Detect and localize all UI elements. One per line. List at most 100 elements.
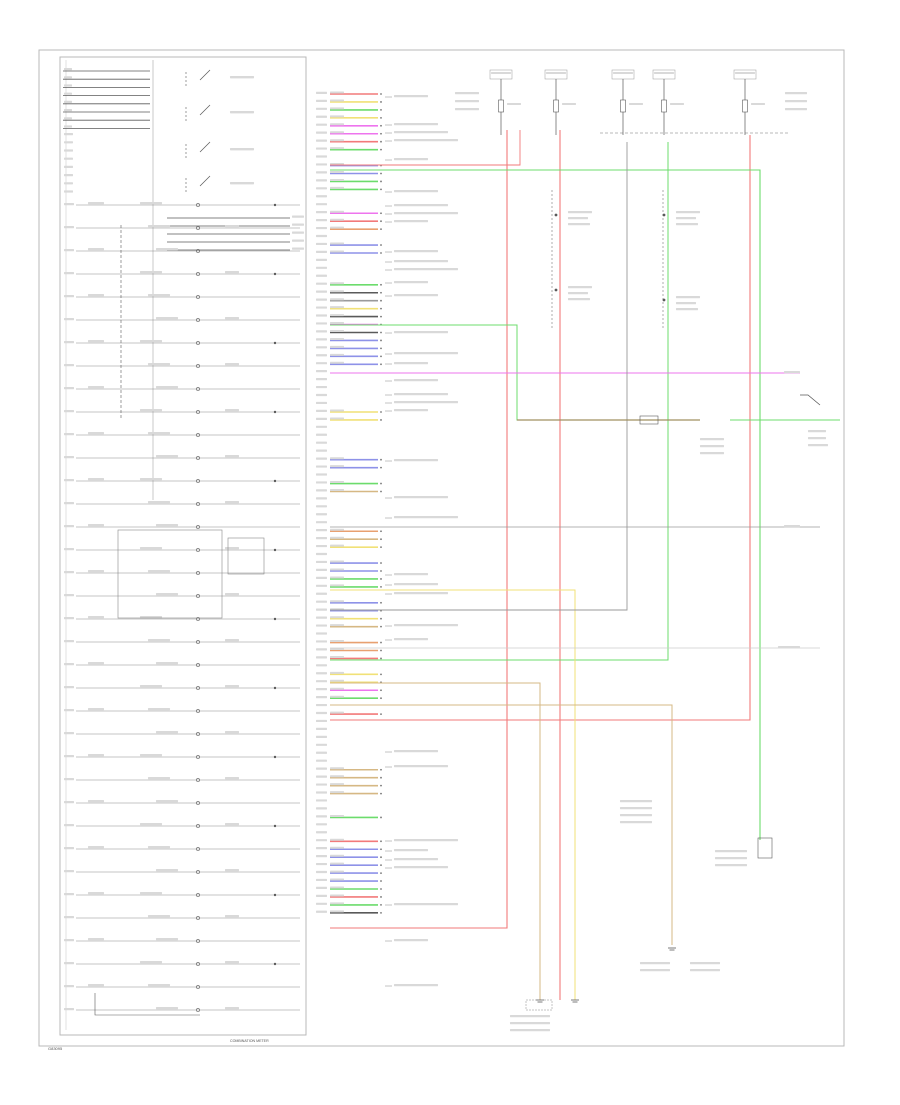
wire-color-code	[330, 783, 344, 786]
tan-wire-2	[330, 704, 673, 945]
switch-contact	[199, 141, 211, 153]
indicator-label	[140, 754, 162, 757]
indicator-label	[156, 386, 178, 389]
pin-number	[316, 258, 327, 261]
connected-system-label	[394, 984, 438, 987]
indicator-lamp-icon	[196, 203, 200, 207]
meter-pin-label	[64, 295, 74, 298]
indicator-label	[88, 708, 104, 711]
pin-number	[316, 568, 327, 571]
connected-system-label	[394, 281, 428, 284]
terminal-label	[64, 68, 72, 71]
wire-color-code	[330, 862, 344, 865]
meter-pin-label	[64, 893, 74, 896]
indicator-label	[225, 869, 239, 872]
pin-number	[316, 346, 327, 349]
fuse-rating	[507, 103, 521, 105]
indicator-label	[88, 524, 104, 527]
wire-end-dot	[380, 411, 382, 413]
indicator-label	[156, 455, 178, 458]
fuse-connector-box	[611, 69, 635, 80]
wire-end-dot	[380, 617, 382, 620]
wire-color-code	[330, 171, 344, 173]
pin-number	[316, 560, 327, 564]
indicator-lamp-icon	[196, 985, 200, 989]
brake-switch-label	[808, 430, 826, 433]
connected-system-label	[394, 516, 458, 519]
pin-number	[316, 306, 327, 309]
junction-dot	[273, 479, 277, 483]
wire-end-dot	[380, 355, 382, 358]
meter-pin-label	[64, 548, 74, 551]
pin-number	[316, 640, 327, 643]
brake-switch-contact	[800, 394, 821, 406]
pin-number	[316, 330, 327, 333]
wire-end-dot	[380, 172, 382, 175]
junction-dot	[273, 755, 277, 759]
fuse-rating	[629, 103, 643, 105]
red-power-wire	[330, 130, 508, 929]
pin-number	[316, 425, 327, 428]
relay-label	[568, 211, 592, 214]
connected-system-label	[394, 331, 448, 334]
pin-number	[316, 203, 327, 206]
terminal-label	[64, 109, 72, 112]
wire-end-dot	[380, 856, 382, 859]
pin-number	[316, 370, 327, 373]
meter-pin-label	[64, 778, 74, 781]
pin-number	[316, 759, 327, 762]
wire-color-code	[330, 616, 344, 619]
pin-number	[316, 250, 327, 253]
pin-number	[316, 481, 327, 484]
pin-number	[316, 354, 327, 357]
wire-color-code	[330, 886, 344, 889]
switch-label	[230, 111, 254, 114]
indicator-label	[148, 708, 170, 711]
pin-number	[316, 266, 327, 269]
indicator-label	[225, 915, 239, 918]
connected-system-label	[394, 268, 458, 271]
terminal-label	[64, 125, 72, 128]
connected-system-label	[394, 139, 458, 142]
resistor-icon	[639, 415, 659, 425]
fuse-box-label	[455, 100, 479, 103]
wire-end-dot	[380, 93, 382, 95]
connected-system-label	[394, 401, 458, 404]
indicator-lamp-icon	[196, 502, 200, 506]
indicator-label	[88, 294, 104, 297]
wire-color-code	[330, 322, 344, 325]
indicator-label	[225, 685, 239, 688]
fuse-rating	[562, 103, 576, 105]
wire-end-dot	[380, 363, 382, 366]
junction-label	[620, 800, 652, 803]
indicator-lamp-icon	[196, 640, 200, 644]
wire-end-dot	[380, 124, 382, 127]
relay-label	[676, 302, 696, 305]
pin-number	[316, 807, 327, 810]
pin-number	[316, 783, 327, 786]
switch-label	[230, 182, 254, 185]
meter-pin-label	[64, 686, 74, 689]
wire-color-code	[330, 123, 344, 126]
pin-number	[316, 696, 327, 699]
pin-number	[316, 139, 327, 142]
wire-color-code	[330, 91, 344, 94]
meter-pin-label	[64, 617, 74, 620]
wire-end-dot	[380, 220, 382, 223]
wire-end-dot	[380, 840, 382, 843]
connected-system-label	[394, 459, 438, 462]
pin-number	[316, 902, 327, 905]
relay-label	[568, 286, 592, 289]
wire-end-dot	[380, 904, 382, 906]
junction-label	[620, 821, 652, 824]
connected-system-label	[394, 362, 428, 365]
pin-number	[316, 314, 327, 317]
indicator-label	[88, 846, 104, 849]
indicator-label	[148, 915, 170, 918]
indicator-lamp-icon	[196, 847, 200, 851]
wire-end-dot	[380, 896, 382, 898]
wire-end-dot	[380, 132, 382, 135]
meter-pin-label	[64, 410, 74, 413]
indicator-label	[140, 271, 162, 274]
